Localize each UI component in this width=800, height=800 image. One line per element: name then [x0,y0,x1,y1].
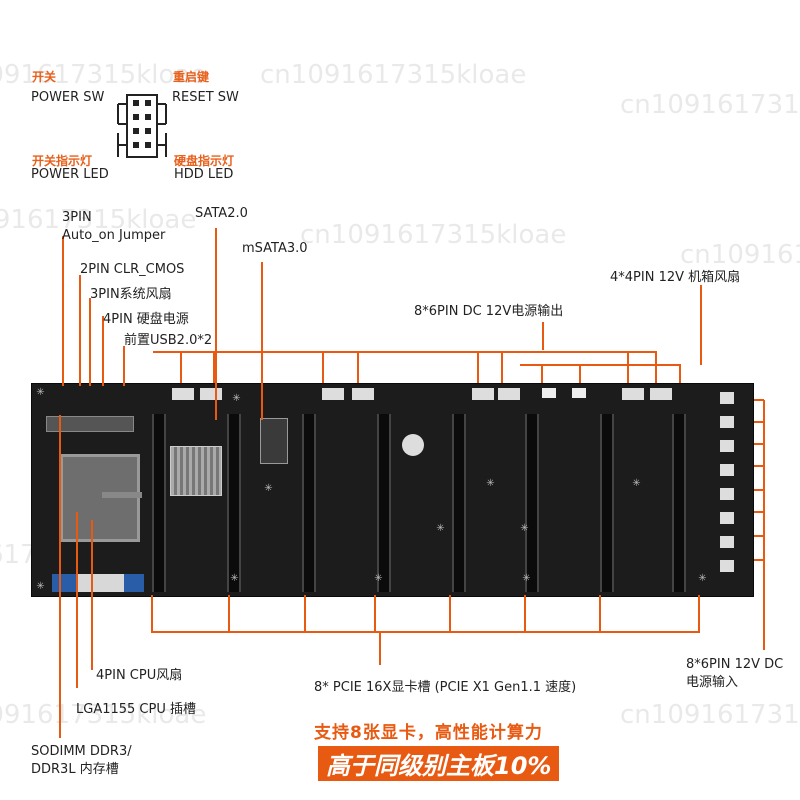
dc-output-label: 8*6PIN DC 12V电源输出 [414,304,564,319]
slogan-line-2: 高于同级别主板10% [318,746,560,781]
cpu-socket-label: LGA1155 CPU 插槽 [76,702,196,717]
sata-label: SATA2.0 [195,206,248,221]
dimm-slot [46,416,134,432]
watermark: cn1091617315kloae [620,90,800,120]
reset-sw-zh-label: 重启键 [173,70,210,84]
power-connector [622,388,644,400]
sys-fan-label: 3PIN系统风扇 [90,287,172,302]
io-ports-usb [76,574,124,592]
power-led-zh-label: 开关指示灯 [32,154,93,168]
motherboard-image: ✳ ✳ ✳ ✳ ✳ ✳ ✳ ✳ ✳ ✳ ✳ ✳ [31,383,754,597]
fan-header [542,388,556,398]
power-connector [650,388,672,400]
mount-hole: ✳ [522,573,531,584]
hdd-led-zh-label: 硬盘指示灯 [174,154,235,168]
watermark: cn1091617315kloae [0,60,207,90]
hdd-power-label: 4PIN 硬盘电源 [103,312,189,327]
clr-cmos-label: 2PIN CLR_CMOS [80,262,185,277]
pcie-slot [377,414,391,592]
heatsink [170,446,222,496]
mount-hole: ✳ [632,478,641,489]
pcie-slots-label: 8* PCIE 16X显卡槽 (PCIE X1 Gen1.1 速度) [314,680,577,695]
pcie-slot [600,414,614,592]
mount-hole: ✳ [264,483,273,494]
pcie-slot [302,414,316,592]
cpu-socket-lever [102,492,142,498]
pcie-slot [152,414,166,592]
sodimm-label: SODIMM DDR3/ [31,744,132,759]
power-connector [322,388,344,400]
sodimm-label-2: DDR3L 内存槽 [31,762,119,777]
mount-hole: ✳ [436,523,445,534]
3pin-label: 3PIN [62,210,92,225]
dc-input-label: 8*6PIN 12V DC [686,657,784,672]
case-fan-label: 4*4PIN 12V 机箱风扇 [610,270,741,285]
mount-hole: ✳ [232,393,241,404]
pcie-slot [452,414,466,592]
mount-hole: ✳ [36,387,45,398]
watermark: cn1091617315kloae [0,700,207,730]
msata-label: mSATA3.0 [242,241,308,256]
watermark: cn1091617315kloae [0,205,197,235]
watermark: cn1091617315kloae [680,240,800,270]
pcie-slot [227,414,241,592]
front-usb-label: 前置USB2.0*2 [124,333,213,348]
power-sw-zh-label: 开关 [32,70,57,84]
watermark: cn1091617315kloae [300,220,567,250]
power-connector [172,388,194,400]
reset-sw-label: RESET SW [172,90,239,105]
fan-header [572,388,586,398]
mount-hole: ✳ [374,573,383,584]
power-connector [472,388,494,400]
dc-input-connector [720,392,734,582]
power-led-label: POWER LED [31,167,109,182]
hdd-led-label: HDD LED [174,167,234,182]
watermark: cn1091617315kloae [260,60,527,90]
cpu-socket [60,454,140,542]
msata-slot [260,418,288,464]
power-connector [352,388,374,400]
power-sw-label: POWER SW [31,90,105,105]
slogan-line-1: 支持8张显卡，高性能计算力 [314,723,543,743]
mount-hole: ✳ [698,573,707,584]
mount-hole: ✳ [36,581,45,592]
auto-on-jumper-label: Auto_on Jumper [62,228,166,243]
power-connector [498,388,520,400]
pcie-slot [525,414,539,592]
pcie-slot [672,414,686,592]
mount-hole: ✳ [486,478,495,489]
mount-hole: ✳ [520,523,529,534]
watermark: cn1091617315kloae [620,700,800,730]
cpu-fan-label: 4PIN CPU风扇 [96,668,183,683]
dc-input-label-2: 电源输入 [686,675,739,690]
mount-hole: ✳ [230,573,239,584]
cmos-battery [402,434,424,456]
